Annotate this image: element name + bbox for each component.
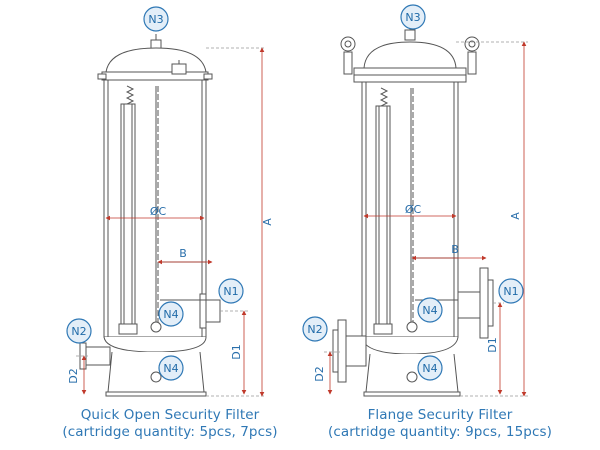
diameter-label-left: ØC: [150, 205, 167, 218]
quick-open-caption-quantity: (cartridge quantity: 5pcs, 7pcs): [62, 424, 278, 440]
callout-n4-right-upper: [417, 297, 443, 323]
callout-n3-right-text: N3: [405, 11, 420, 24]
d2-label-right: D2: [313, 366, 326, 381]
flange-caption: Flange Security Filter (cartridge quanti…: [290, 407, 590, 441]
callout-n3-left: [143, 6, 169, 32]
d2-label-left: D2: [67, 368, 80, 383]
left-dimensions: [76, 47, 266, 397]
callout-n4-right-upper-text: N4: [422, 304, 437, 317]
callout-n4-right-lower-text: N4: [422, 362, 437, 375]
callout-n1-right-text: N1: [503, 285, 518, 298]
callout-n4-left-lower-text: N4: [163, 362, 178, 375]
callout-n4-left-upper: [158, 301, 184, 327]
right-dimensions: [324, 41, 528, 397]
quick-open-caption: Quick Open Security Filter (cartridge qu…: [20, 407, 320, 441]
flange-caption-title: Flange Security Filter: [367, 407, 513, 423]
callout-n4-left-upper-text: N4: [163, 308, 178, 321]
callout-n4-left-lower: [158, 355, 184, 381]
offset-label-right: B: [451, 243, 459, 256]
callout-n1-left-text: N1: [223, 285, 238, 298]
flange-caption-quantity: (cartridge quantity: 9pcs, 15pcs): [328, 424, 552, 440]
quick-open-caption-title: Quick Open Security Filter: [80, 407, 260, 423]
callout-n2-right-text: N2: [307, 323, 322, 336]
left-callouts: N3 N1 N4 N4 N2 ØC B A D1 D2: [66, 6, 274, 384]
callout-n2-left-text: N2: [71, 325, 86, 338]
callout-n1-left: [218, 278, 244, 304]
d1-label-left: D1: [230, 344, 243, 359]
callout-n3-right: [400, 4, 426, 30]
callout-n4-right-lower: [417, 355, 443, 381]
flange-filter-drawing: [332, 24, 494, 397]
callout-n2-left: [66, 318, 92, 344]
callout-n3-left-text: N3: [148, 13, 163, 26]
d1-label-right: D1: [486, 337, 499, 352]
callout-n1-right: [498, 278, 524, 304]
height-label-right: A: [509, 212, 522, 220]
offset-label-left: B: [179, 247, 187, 260]
callout-n2-right: [302, 316, 328, 342]
quick-open-filter-drawing: [79, 34, 221, 397]
right-callouts: N3 N1 N4 N4 N2 ØC B A D1 D2: [302, 4, 524, 382]
diameter-label-right: ØC: [405, 203, 422, 216]
height-label-left: A: [261, 218, 274, 226]
